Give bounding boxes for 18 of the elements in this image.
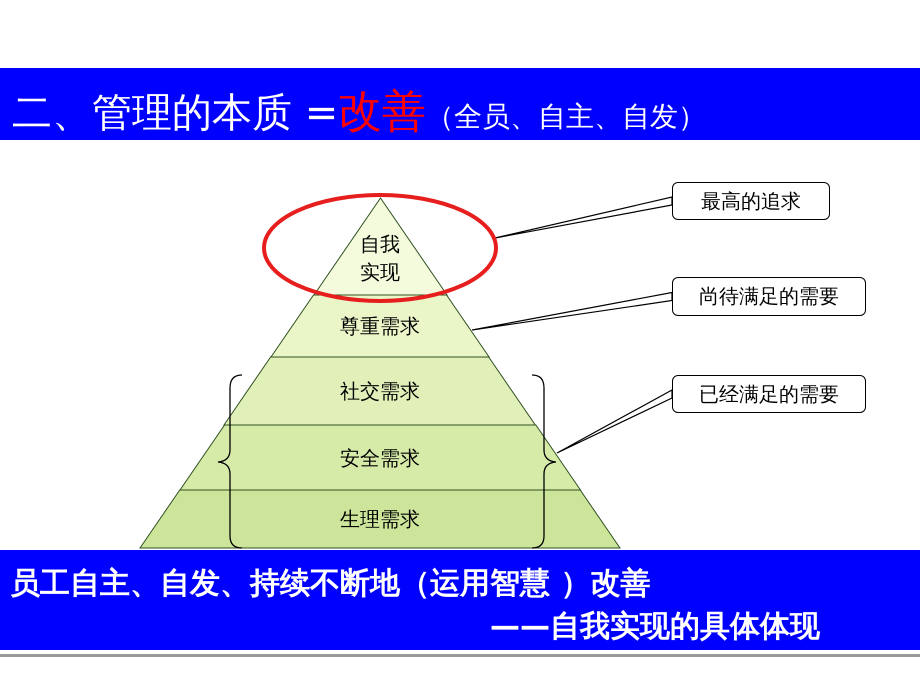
statement-text: 员工自主、自发、持续不断地（运用智慧 ）改善 <box>10 565 650 603</box>
callout-box: 尚待满足的需要 <box>672 277 866 316</box>
statement-text: ——自我实现的具体体现 <box>489 608 820 646</box>
highlight-text: 改善 <box>338 85 426 139</box>
leader-line <box>471 292 673 331</box>
title: 二、管理的本质 = <box>12 89 338 138</box>
bracket <box>531 374 558 550</box>
callout-box: 最高的追求 <box>672 182 830 220</box>
pyramid-layer: 社交需求 <box>224 357 536 425</box>
leader-line <box>494 196 673 239</box>
pyramid-layer: 安全需求 <box>180 425 580 490</box>
subtitle: （全员、自主、自发） <box>426 99 706 135</box>
pyramid-layer: 自我实现 <box>314 198 447 295</box>
pyramid-layer: 尊重需求 <box>270 295 490 357</box>
highlight-ellipse <box>263 193 497 303</box>
pyramid-layer: 生理需求 <box>140 490 620 548</box>
leader-line <box>556 388 673 454</box>
callout-box: 已经满足的需要 <box>672 375 866 413</box>
